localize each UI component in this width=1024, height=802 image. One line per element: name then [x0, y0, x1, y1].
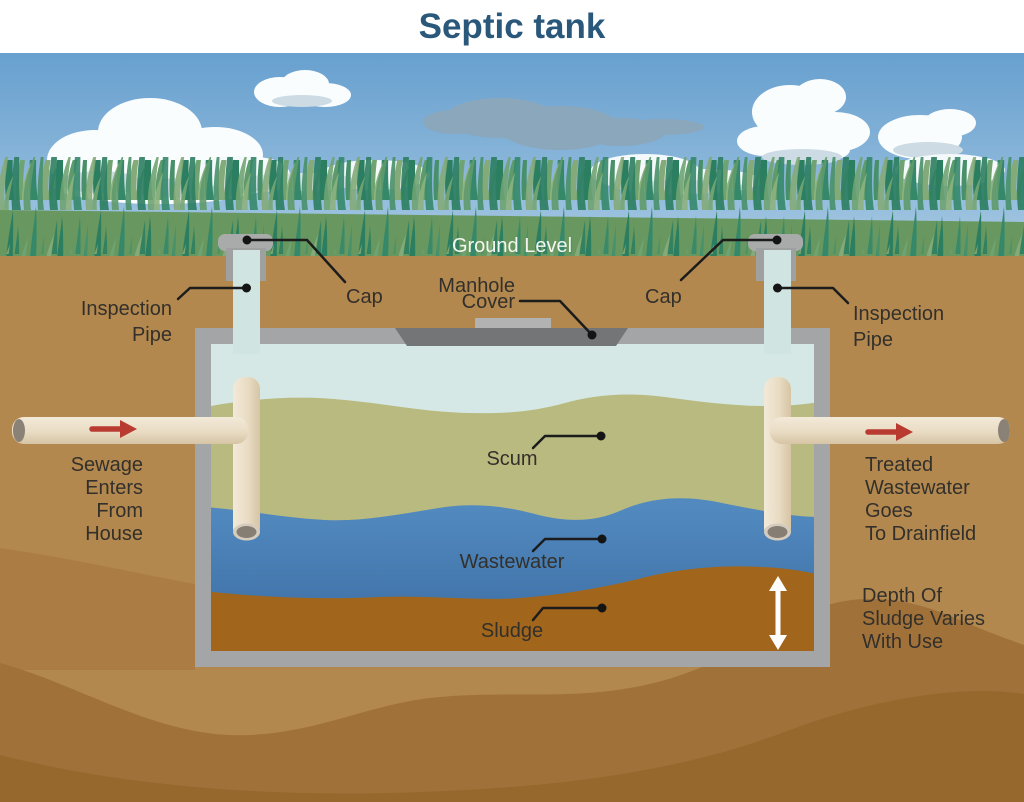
outlet-pipe [764, 377, 1010, 541]
label-sewage-inlet: Enters [85, 477, 143, 499]
leader-scum [531, 434, 603, 450]
label-scum: Scum [486, 448, 537, 470]
label-sewage-inlet: House [85, 523, 143, 545]
label-sludge-depth: Depth Of [862, 585, 942, 607]
cloud-far-right-icon [878, 109, 976, 159]
label-cap-right: Cap [645, 286, 682, 308]
label-cap-left: Cap [346, 286, 383, 308]
leader-inspection-left [176, 286, 248, 301]
label-inspection-pipe-right: Inspection [853, 303, 944, 325]
label-wastewater: Wastewater [460, 551, 565, 573]
label-inspection-pipe-left: Inspection [81, 298, 172, 320]
label-manhole-cover: Manhole [438, 275, 515, 297]
sludge-layer [211, 566, 814, 651]
soil-band-darker [0, 691, 1024, 802]
flow-arrow-left-icon [89, 420, 137, 438]
cloud-dark-icon [423, 98, 704, 150]
leader-lines [176, 235, 850, 622]
label-sewage-inlet: Sewage [71, 454, 143, 476]
leader-cap-right [679, 238, 779, 282]
label-manhole-cover: Cover [462, 291, 516, 313]
cloud-small-icon [254, 70, 351, 107]
flow-arrow-right-icon [865, 423, 913, 441]
manhole-handle [475, 318, 551, 328]
manhole-cover [395, 328, 628, 346]
leader-cap-left [245, 238, 347, 284]
depth-range-arrow-icon [769, 576, 787, 650]
label-treated-outlet: Wastewater [865, 477, 970, 499]
title-background [0, 0, 1024, 53]
leader-inspection-right [775, 286, 850, 305]
inspection-pipe-left [218, 234, 273, 354]
labels: Ground Level Inspection Pipe Cap Manhole… [71, 235, 985, 653]
label-sewage-inlet: From [96, 500, 143, 522]
label-ground-level: Ground Level [452, 235, 572, 257]
label-inspection-pipe-right: Pipe [853, 329, 893, 351]
label-treated-outlet: To Drainfield [865, 523, 976, 545]
label-sludge-depth: Sludge Varies [862, 608, 985, 630]
soil-band-left [0, 548, 195, 670]
leader-manhole [518, 299, 594, 337]
page-title: Septic tank [419, 7, 606, 46]
label-inspection-pipe-left: Pipe [132, 324, 172, 346]
label-treated-outlet: Goes [865, 500, 913, 522]
label-sludge-depth: With Use [862, 631, 943, 653]
label-treated-outlet: Treated [865, 454, 933, 476]
leader-wastewater [531, 537, 604, 553]
leader-sludge [531, 606, 604, 622]
label-sludge: Sludge [481, 620, 543, 642]
